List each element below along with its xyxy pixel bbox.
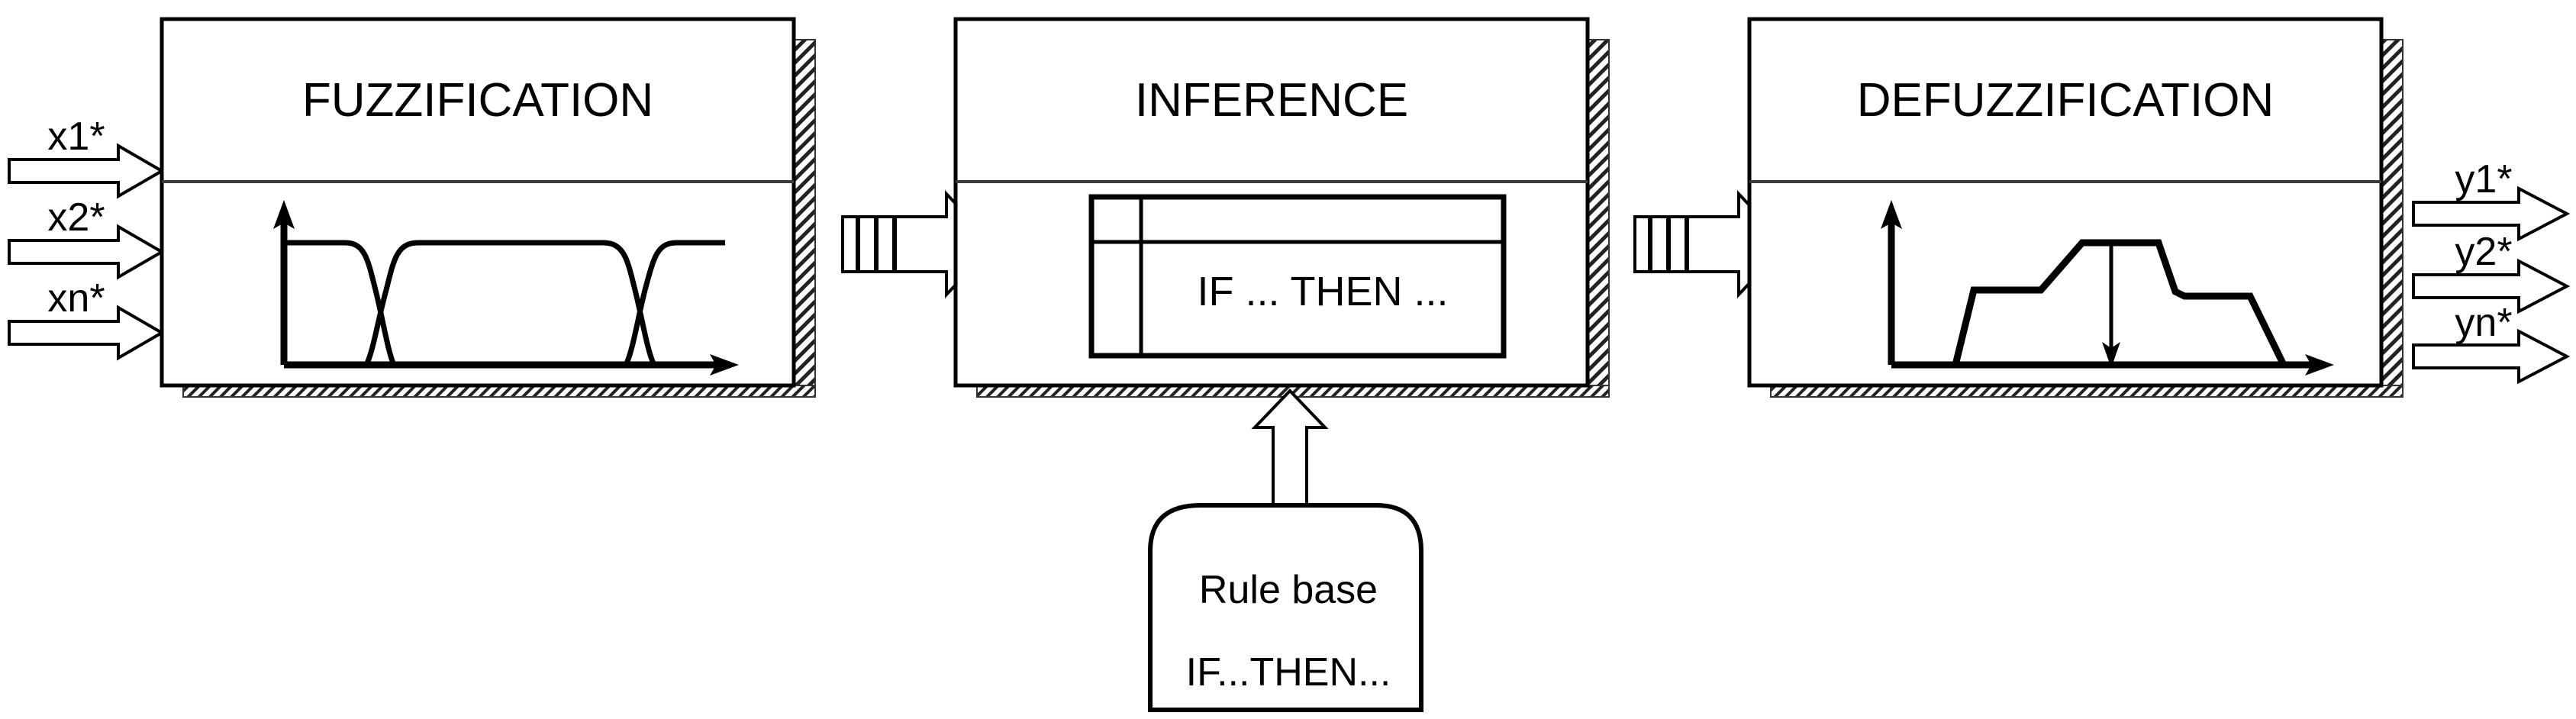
rule-table-outer <box>1088 194 1507 359</box>
input-arrow-x1 <box>8 143 165 199</box>
input-label-x2: x2* <box>47 195 105 240</box>
block-title-inference: INFERENCE <box>1135 74 1408 127</box>
output-arrow-y2 <box>2412 258 2571 314</box>
connector-rulebase-to-inference <box>1251 389 1329 514</box>
output-label-yn: yn* <box>2455 301 2512 345</box>
output-arrows-group <box>2412 185 2571 385</box>
input-arrows-group <box>8 143 165 361</box>
output-label-y1: y1* <box>2455 157 2512 202</box>
rule-base-shape <box>1148 503 1423 712</box>
block-defuzzification[interactable]: DEFUZZIFICATION <box>1747 17 2404 398</box>
output-arrow-y1 <box>2412 185 2571 242</box>
inference-rule-table: IF ... THEN ... <box>1088 194 1507 359</box>
rule-base-title: Rule base <box>1199 568 1378 612</box>
rule-base-subtitle: IF...THEN... <box>1186 650 1391 695</box>
block-title-fuzzification: FUZZIFICATION <box>302 74 653 127</box>
defuzzification-body <box>1747 17 2384 388</box>
input-label-x1: x1* <box>47 114 105 159</box>
block-inference[interactable]: IF ... THEN ... INFERENCE <box>953 17 1610 398</box>
block-title-defuzzification: DEFUZZIFICATION <box>1857 74 2274 127</box>
input-arrow-x2 <box>8 224 165 280</box>
block-fuzzification[interactable]: FUZZIFICATION <box>160 17 816 398</box>
fuzzification-chart <box>273 200 739 376</box>
rule-base-group[interactable]: Rule base IF...THEN... <box>1148 389 1423 712</box>
input-arrow-xn <box>8 305 165 361</box>
fuzzification-shadow-right <box>793 39 816 398</box>
fuzzification-body <box>160 17 796 388</box>
input-label-xn: xn* <box>47 276 105 321</box>
inference-shadow-right <box>1587 39 1610 398</box>
rule-table-text: IF ... THEN ... <box>1197 269 1448 314</box>
defuzzification-chart <box>1881 200 2334 376</box>
output-arrow-yn <box>2412 328 2571 385</box>
output-label-y2: y2* <box>2455 230 2512 274</box>
defuzzification-shadow-right <box>2381 39 2404 398</box>
